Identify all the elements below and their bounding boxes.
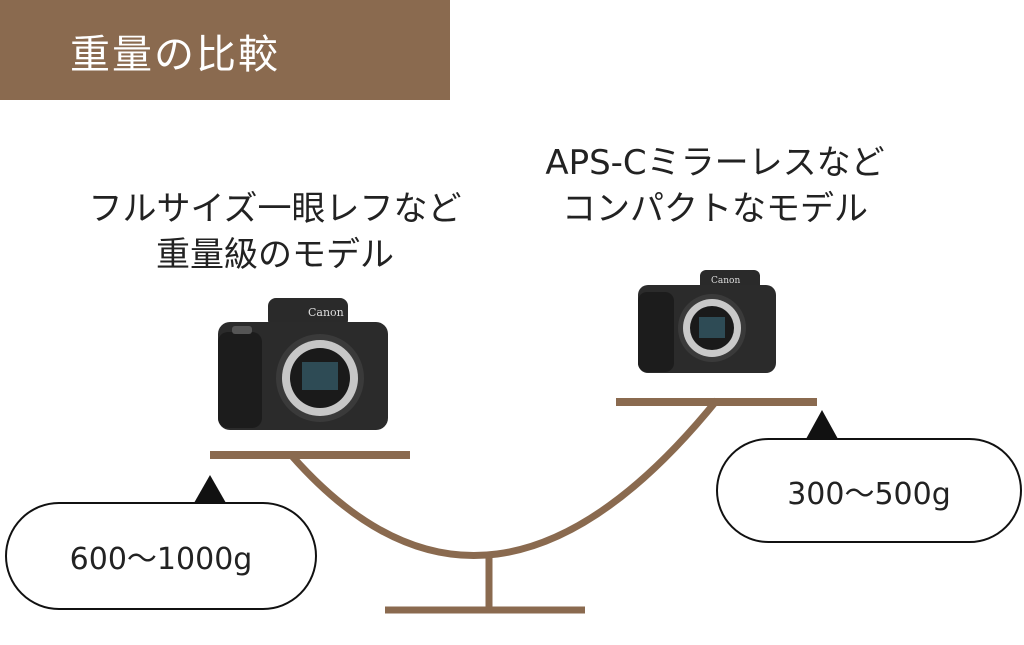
right-caption-line-1: APS-Cミラーレスなど bbox=[545, 143, 885, 183]
page-title: 重量の比較 bbox=[70, 32, 280, 78]
left-caption: フルサイズ一眼レフなど 重量級のモデル bbox=[40, 186, 510, 278]
right-camera-brand: Canon bbox=[711, 276, 740, 286]
right-weight-bubble: 300〜500g bbox=[716, 438, 1022, 543]
title-banner: 重量の比較 bbox=[0, 0, 450, 100]
mirrorless-camera-icon: Canon bbox=[638, 270, 776, 373]
right-pointer-triangle bbox=[806, 410, 838, 439]
right-caption: APS-Cミラーレスなど コンパクトなモデル bbox=[505, 140, 925, 232]
left-pointer-triangle bbox=[194, 475, 226, 503]
left-weight-bubble: 600〜1000g bbox=[5, 502, 317, 610]
left-weight-label: 600〜1000g bbox=[69, 542, 253, 577]
left-camera-brand: Canon bbox=[308, 306, 344, 319]
dslr-camera-icon: Canon bbox=[218, 298, 388, 430]
left-caption-line-2: 重量級のモデル bbox=[156, 235, 394, 275]
right-weight-label: 300〜500g bbox=[787, 476, 951, 512]
right-caption-line-2: コンパクトなモデル bbox=[562, 189, 868, 229]
scale-arm bbox=[289, 397, 720, 560]
left-caption-line-1: フルサイズ一眼レフなど bbox=[88, 189, 462, 229]
